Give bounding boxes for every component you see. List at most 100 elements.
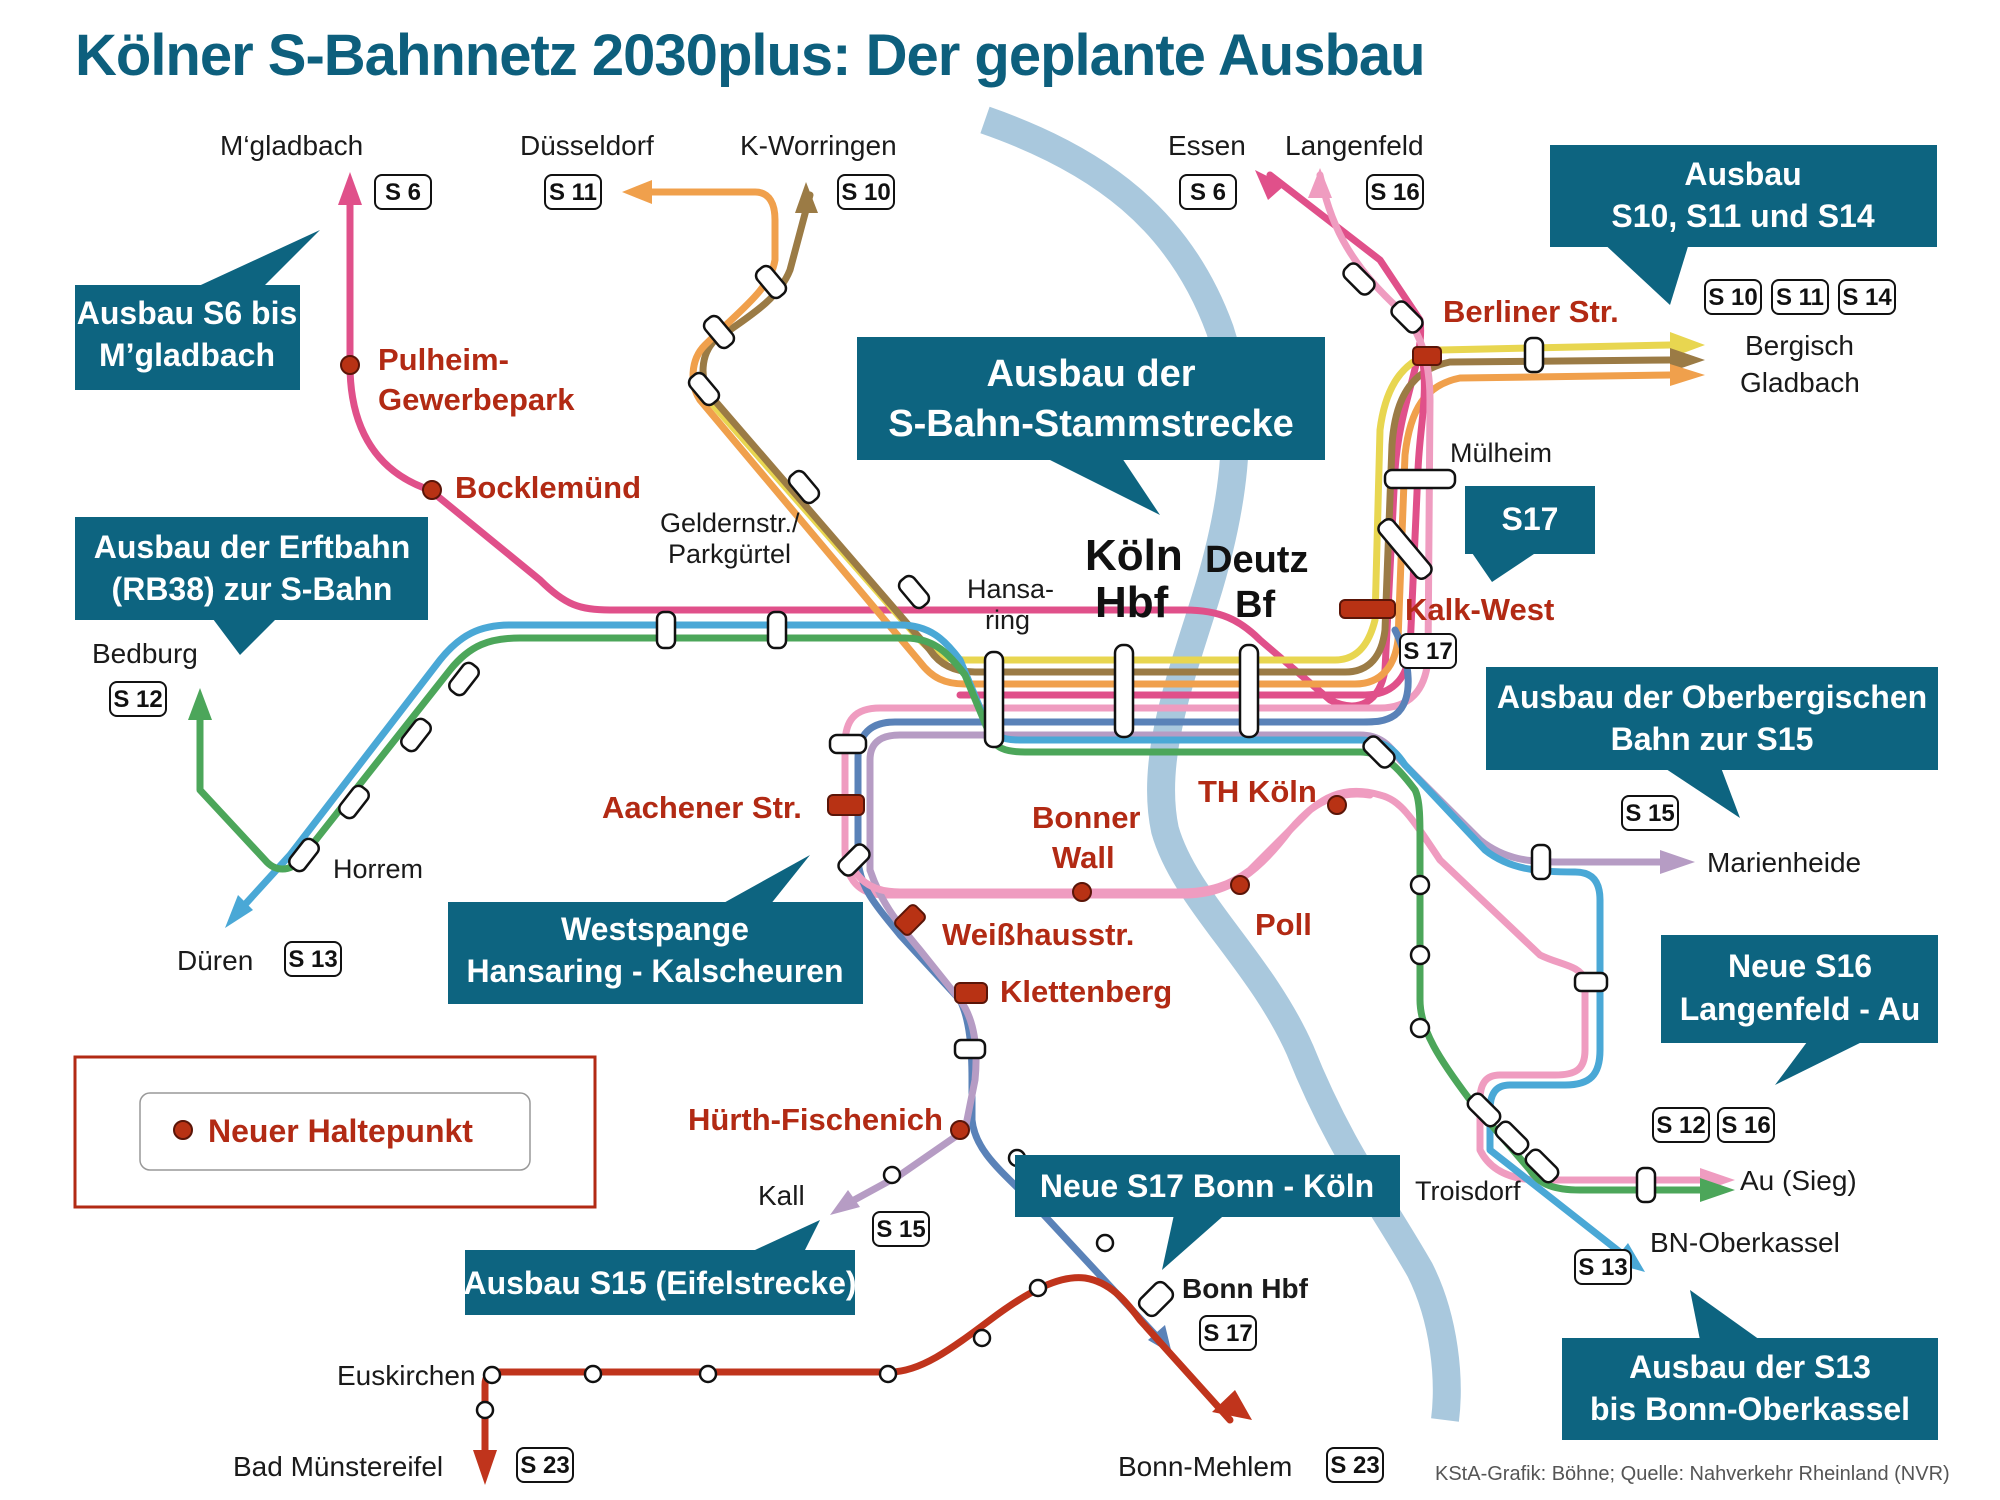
label-pulheim-1: Pulheim- bbox=[378, 342, 509, 377]
station-s15-kall[interactable] bbox=[882, 1165, 902, 1185]
badge-oberkassel-s13[interactable]: S 13 bbox=[1574, 1249, 1632, 1285]
station-bg-branch[interactable] bbox=[1523, 336, 1545, 374]
svg-text:S 11: S 11 bbox=[1776, 284, 1824, 311]
badge-bg-s10[interactable]: S 10 bbox=[1704, 279, 1762, 315]
new-stop-klettenberg[interactable] bbox=[954, 982, 988, 1004]
station-s13-east[interactable] bbox=[1573, 971, 1609, 993]
new-stop-weisshausstr[interactable] bbox=[893, 903, 927, 937]
station-s23-muenstereifel[interactable] bbox=[475, 1400, 495, 1420]
label-weisshausstr: Weißhausstr. bbox=[942, 917, 1134, 952]
new-stop-huerth[interactable] bbox=[950, 1120, 970, 1140]
svg-text:Ausbau: Ausbau bbox=[1684, 156, 1801, 192]
new-stop-kalk-west[interactable] bbox=[1339, 599, 1396, 619]
station-muelheim-south[interactable] bbox=[1376, 516, 1435, 581]
badge-langenfeld-s16[interactable]: S 16 bbox=[1366, 174, 1424, 210]
station-west-5[interactable] bbox=[336, 783, 371, 821]
station-s12-1[interactable] bbox=[1409, 874, 1431, 896]
label-berliner-str: Berliner Str. bbox=[1443, 294, 1619, 329]
badge-au-s16[interactable]: S 16 bbox=[1717, 1107, 1775, 1143]
line-s13 bbox=[236, 621, 1634, 1264]
arrow-s15-kall bbox=[830, 1190, 860, 1215]
station-bonn-hbf[interactable] bbox=[1136, 1279, 1176, 1319]
label-kalk-west: Kalk-West bbox=[1405, 592, 1554, 627]
station-west-3[interactable] bbox=[446, 660, 481, 698]
station-horrem[interactable] bbox=[286, 836, 321, 874]
label-au-sieg: Au (Sieg) bbox=[1740, 1165, 1857, 1196]
station-westspange-diag[interactable] bbox=[836, 842, 873, 879]
label-horrem: Horrem bbox=[333, 854, 423, 884]
badge-bg-s11[interactable]: S 11 bbox=[1771, 279, 1829, 315]
station-s23-1[interactable] bbox=[583, 1364, 603, 1384]
station-west-1[interactable] bbox=[655, 610, 677, 650]
line-s11 bbox=[631, 188, 1674, 688]
station-geldernstr[interactable] bbox=[786, 468, 822, 506]
station-west-2[interactable] bbox=[766, 610, 788, 650]
station-marienheide-branch[interactable] bbox=[1530, 843, 1552, 881]
station-au-branch[interactable] bbox=[1635, 1166, 1657, 1204]
station-westspange-north[interactable] bbox=[828, 733, 868, 755]
new-stop-th-koeln[interactable] bbox=[1327, 795, 1347, 815]
station-hansaring[interactable] bbox=[983, 650, 1005, 749]
station-worringen-2[interactable] bbox=[701, 313, 737, 351]
new-stop-bocklemuend[interactable] bbox=[422, 480, 442, 500]
new-stop-berliner-str[interactable] bbox=[1412, 346, 1442, 366]
new-stop-aachener-str[interactable] bbox=[827, 794, 865, 816]
svg-text:S 13: S 13 bbox=[1578, 1254, 1627, 1281]
station-s23-2[interactable] bbox=[698, 1364, 718, 1384]
svg-text:S 15: S 15 bbox=[876, 1216, 925, 1243]
badge-bonn-s17[interactable]: S 17 bbox=[1199, 1315, 1257, 1351]
station-s12-2[interactable] bbox=[1409, 944, 1431, 966]
station-s12-3[interactable] bbox=[1409, 1017, 1431, 1039]
badge-mgladbach-s6[interactable]: S 6 bbox=[374, 174, 432, 210]
label-bocklemuend: Bocklemünd bbox=[455, 470, 641, 505]
station-s23-3[interactable] bbox=[878, 1364, 898, 1384]
station-west-4[interactable] bbox=[398, 716, 433, 754]
station-geldernstr-2[interactable] bbox=[896, 573, 932, 611]
new-stop-bonner-wall[interactable] bbox=[1072, 882, 1092, 902]
station-s23-4[interactable] bbox=[972, 1328, 992, 1348]
station-s23-5[interactable] bbox=[1028, 1278, 1048, 1298]
station-euskirchen[interactable] bbox=[482, 1365, 502, 1385]
badge-marienheide-s15[interactable]: S 15 bbox=[1621, 795, 1679, 831]
station-troisdorf-1[interactable] bbox=[1465, 1091, 1503, 1129]
station-s17-3[interactable] bbox=[1095, 1233, 1115, 1253]
label-muelheim: Mülheim bbox=[1450, 438, 1552, 468]
station-east-fork[interactable] bbox=[1361, 734, 1398, 771]
station-essen-1[interactable] bbox=[1341, 261, 1378, 298]
label-th-koeln: TH Köln bbox=[1198, 774, 1317, 809]
credit: KStA-Grafik: Böhne; Quelle: Nahverkehr R… bbox=[1435, 1463, 1950, 1485]
svg-text:M’gladbach: M’gladbach bbox=[99, 337, 275, 373]
station-troisdorf-3[interactable] bbox=[1523, 1147, 1561, 1185]
station-worringen-1[interactable] bbox=[753, 263, 789, 301]
station-essen-2[interactable] bbox=[1389, 299, 1426, 336]
label-koeln-hbf-1: Köln bbox=[1085, 531, 1183, 580]
station-south-1[interactable] bbox=[953, 1038, 987, 1060]
badge-kalk-s17[interactable]: S 17 bbox=[1399, 633, 1457, 669]
station-worringen-3[interactable] bbox=[686, 370, 722, 408]
arrow-s10-worringen bbox=[795, 182, 818, 213]
station-deutz[interactable] bbox=[1238, 643, 1260, 739]
badge-muenstereifel-s23[interactable]: S 23 bbox=[516, 1447, 574, 1483]
badge-mehlem-s23[interactable]: S 23 bbox=[1326, 1447, 1384, 1483]
label-langenfeld: Langenfeld bbox=[1285, 130, 1424, 161]
badge-duesseldorf-s11[interactable]: S 11 bbox=[544, 174, 602, 210]
station-muelheim[interactable] bbox=[1383, 468, 1457, 490]
badge-bg-s14[interactable]: S 14 bbox=[1838, 279, 1896, 315]
svg-text:Neue S17 Bonn - Köln: Neue S17 Bonn - Köln bbox=[1040, 1168, 1374, 1204]
badge-au-s12[interactable]: S 12 bbox=[1652, 1107, 1710, 1143]
arrow-s23-muenstereifel bbox=[473, 1450, 497, 1485]
new-stop-markers bbox=[340, 346, 1442, 1140]
station-koeln-hbf[interactable] bbox=[1113, 643, 1135, 739]
svg-text:Hansaring - Kalscheuren: Hansaring - Kalscheuren bbox=[467, 953, 844, 989]
new-stop-poll[interactable] bbox=[1230, 875, 1250, 895]
badge-kall-s15[interactable]: S 15 bbox=[872, 1211, 930, 1247]
label-gladbach: Gladbach bbox=[1740, 367, 1860, 398]
station-troisdorf-2[interactable] bbox=[1493, 1119, 1531, 1157]
badge-bedburg-s12[interactable]: S 12 bbox=[109, 681, 167, 717]
badge-essen-s6[interactable]: S 6 bbox=[1179, 174, 1237, 210]
svg-text:S 11: S 11 bbox=[549, 179, 597, 206]
badge-dueren-s13[interactable]: S 13 bbox=[284, 941, 342, 977]
new-stop-pulheim[interactable] bbox=[340, 355, 360, 375]
label-hansaring-2: ring bbox=[985, 605, 1030, 635]
badge-worringen-s10[interactable]: S 10 bbox=[837, 174, 895, 210]
